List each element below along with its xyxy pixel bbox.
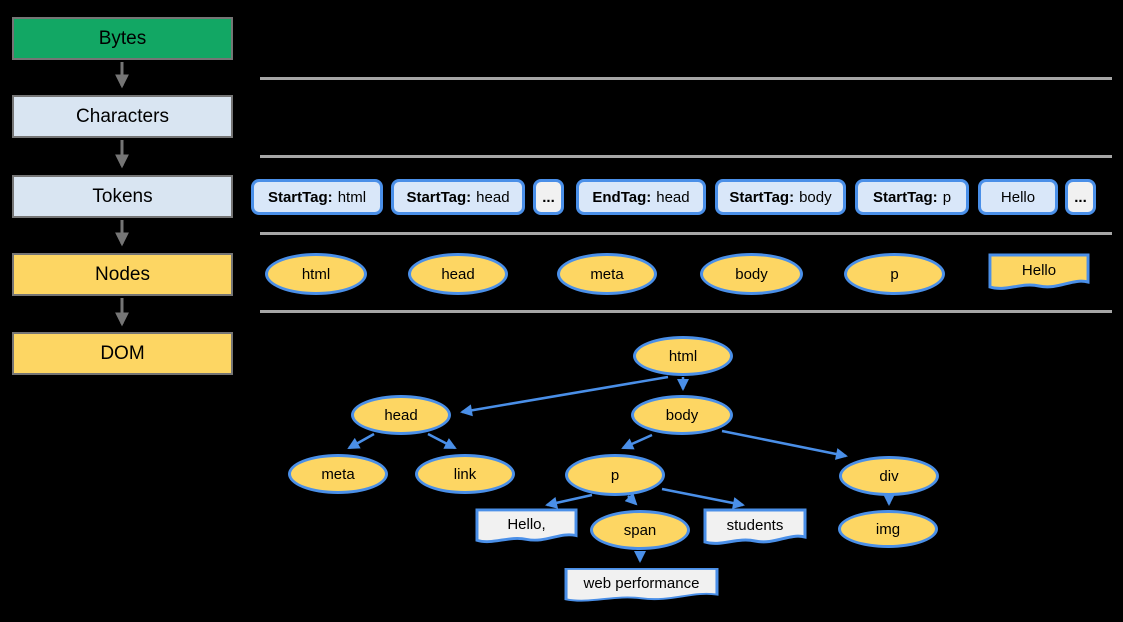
flag-shape (475, 508, 578, 544)
node-text-hello-flag: Hello (988, 253, 1090, 293)
separator-line-4 (260, 310, 1112, 313)
dom-text-students-flag: students (703, 508, 807, 548)
stage-dom: DOM (12, 332, 233, 375)
node-head: head (408, 253, 508, 295)
token-ellipsis-label: ... (542, 188, 555, 206)
token-type-label: StartTag: (406, 188, 472, 206)
dom-node-html: html (633, 336, 733, 376)
token-type-label: StartTag: (729, 188, 795, 206)
node-text-hello-label: Hello (1021, 262, 1057, 279)
dom-node-div-label: div (879, 467, 899, 485)
dom-node-body: body (631, 395, 733, 435)
stage-nodes: Nodes (12, 253, 233, 296)
token-value-label: head (476, 188, 510, 206)
token-starttag-html: StartTag: html (251, 179, 383, 215)
token-text-label: Hello (1000, 188, 1036, 206)
node-p: p (844, 253, 945, 295)
node-meta-label: meta (590, 265, 624, 283)
token-value-label: p (942, 188, 952, 206)
dom-node-img: img (838, 510, 938, 548)
token-value-label: body (799, 188, 832, 206)
separator-line-3 (260, 232, 1112, 235)
node-body-label: body (735, 265, 768, 283)
edge-body-to-p (621, 433, 653, 450)
stage-tokens-label: Tokens (92, 185, 153, 207)
stage-bytes: Bytes (12, 17, 233, 60)
token-text-hello: Hello (978, 179, 1058, 215)
dom-text-students-label: students (726, 517, 784, 534)
node-html: html (265, 253, 367, 295)
token-endtag-head: EndTag: head (576, 179, 706, 215)
edge-p-to-span (624, 492, 638, 506)
token-value-label: head (656, 188, 690, 206)
dom-node-span: span (590, 510, 690, 550)
token-type-label: EndTag: (592, 188, 652, 206)
flag-shape (564, 567, 719, 602)
dom-node-body-label: body (665, 406, 699, 424)
dom-node-meta-label: meta (321, 465, 355, 483)
dom-text-hello-label: Hello, (507, 516, 546, 533)
stage-characters: Characters (12, 95, 233, 138)
node-p-label: p (890, 265, 899, 283)
dom-node-head: head (351, 395, 451, 435)
dom-node-html-label: html (668, 347, 698, 365)
token-ellipsis-label: ... (1074, 188, 1087, 206)
node-meta: meta (557, 253, 657, 295)
flag-shape (703, 508, 807, 545)
token-starttag-body: StartTag: body (715, 179, 846, 215)
dom-node-meta: meta (288, 454, 388, 494)
dom-node-img-label: img (875, 520, 901, 538)
token-value-label: html (337, 188, 367, 206)
node-body: body (700, 253, 803, 295)
token-type-label: StartTag: (872, 188, 938, 206)
edge-head-to-meta (347, 432, 375, 450)
dom-node-span-label: span (623, 521, 657, 539)
edge-p-to-hello-text (545, 493, 593, 509)
flag-shape (988, 253, 1090, 290)
stage-tokens: Tokens (12, 175, 233, 218)
token-starttag-head: StartTag: head (391, 179, 525, 215)
edge-head-to-link (427, 432, 457, 450)
dom-text-web-performance-flag: web performance (563, 567, 720, 605)
node-html-label: html (301, 265, 331, 283)
edge-body-to-div (721, 429, 848, 460)
separator-line-1 (260, 77, 1112, 80)
dom-node-p: p (565, 454, 665, 496)
dom-node-div: div (839, 456, 939, 496)
separator-line-2 (260, 155, 1112, 158)
dom-node-link-label: link (453, 465, 477, 483)
token-ellipsis-2: ... (1065, 179, 1096, 215)
dom-node-p-label: p (610, 466, 620, 484)
node-head-label: head (441, 265, 475, 283)
dom-text-hello-flag: Hello, (475, 508, 578, 546)
token-type-label: StartTag: (267, 188, 333, 206)
stage-bytes-label: Bytes (98, 27, 147, 49)
stage-dom-label: DOM (100, 342, 145, 364)
token-starttag-p: StartTag: p (855, 179, 969, 215)
stage-nodes-label: Nodes (95, 263, 150, 285)
dom-node-head-label: head (384, 406, 418, 424)
dom-text-web-performance-label: web performance (583, 575, 700, 592)
edge-p-to-students-text (661, 487, 745, 509)
stage-characters-label: Characters (76, 105, 169, 127)
dom-node-link: link (415, 454, 515, 494)
token-ellipsis-1: ... (533, 179, 564, 215)
